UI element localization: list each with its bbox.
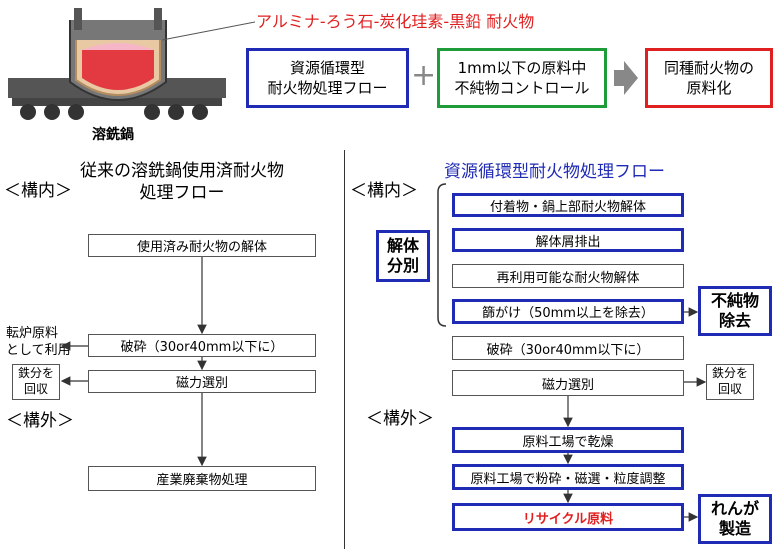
plus-sign: +: [411, 58, 437, 93]
left-step-dismantle: 使用済み耐火物の解体: [88, 234, 316, 257]
concept-box-raw-material: 同種耐火物の 原料化: [645, 48, 773, 108]
impurity-removal-box: 不純物 除去: [698, 286, 772, 336]
right-outside-label: ＜構外＞: [366, 409, 434, 429]
right-step-upper-dismantle: 付着物・鍋上部耐火物解体: [452, 193, 684, 217]
left-step-crush: 破砕（30or40mm以下に）: [88, 334, 316, 357]
section-divider: [344, 150, 345, 549]
left-outside-label: ＜構外＞: [6, 411, 74, 431]
concept-raw-text: 同種耐火物の 原料化: [663, 58, 754, 97]
concept-flow-text: 資源循環型 耐火物処理フロー: [267, 58, 388, 97]
left-title: 従来の溶銑鍋使用済耐火物 処理フロー: [80, 161, 284, 204]
right-step-magnetic: 磁力選別: [452, 370, 684, 396]
right-step-sieve: 篩がけ（50mm以上を除去）: [452, 299, 684, 324]
right-step-grind: 原料工場で粉砕・磁選・粒度調整: [452, 464, 684, 490]
brick-production-box: れんが 製造: [698, 494, 772, 544]
converter-note: 転炉原料 として利用: [6, 326, 71, 358]
concept-impurity-text: 1mm以下の原料中 不純物コントロール: [454, 58, 590, 97]
right-title: 資源循環型耐火物処理フロー: [444, 162, 665, 182]
refractory-label: アルミナ-ろう石-炭化珪素-黒鉛 耐火物: [256, 12, 535, 31]
right-step-reusable: 再利用可能な耐火物解体: [452, 264, 684, 288]
right-step-recycled-material: リサイクル原料: [452, 503, 684, 531]
left-step-waste: 産業廃棄物処理: [88, 466, 316, 491]
left-inside-label: ＜構内＞: [4, 181, 72, 201]
concept-box-flow: 資源循環型 耐火物処理フロー: [246, 48, 409, 108]
right-iron-note: 鉄分を 回収: [706, 364, 754, 400]
right-inside-label: ＜構内＞: [350, 181, 418, 201]
right-step-dry: 原料工場で乾燥: [452, 427, 684, 453]
left-iron-note: 鉄分を 回収: [12, 364, 60, 400]
dismantle-label-box: 解体 分別: [376, 230, 430, 282]
right-step-crush: 破砕（30or40mm以下に）: [452, 336, 684, 360]
ladle-label: 溶銑鍋: [92, 127, 134, 143]
left-step-magnetic: 磁力選別: [88, 370, 316, 393]
concept-box-impurity: 1mm以下の原料中 不純物コントロール: [437, 48, 607, 108]
right-step-debris: 解体屑排出: [452, 228, 684, 252]
